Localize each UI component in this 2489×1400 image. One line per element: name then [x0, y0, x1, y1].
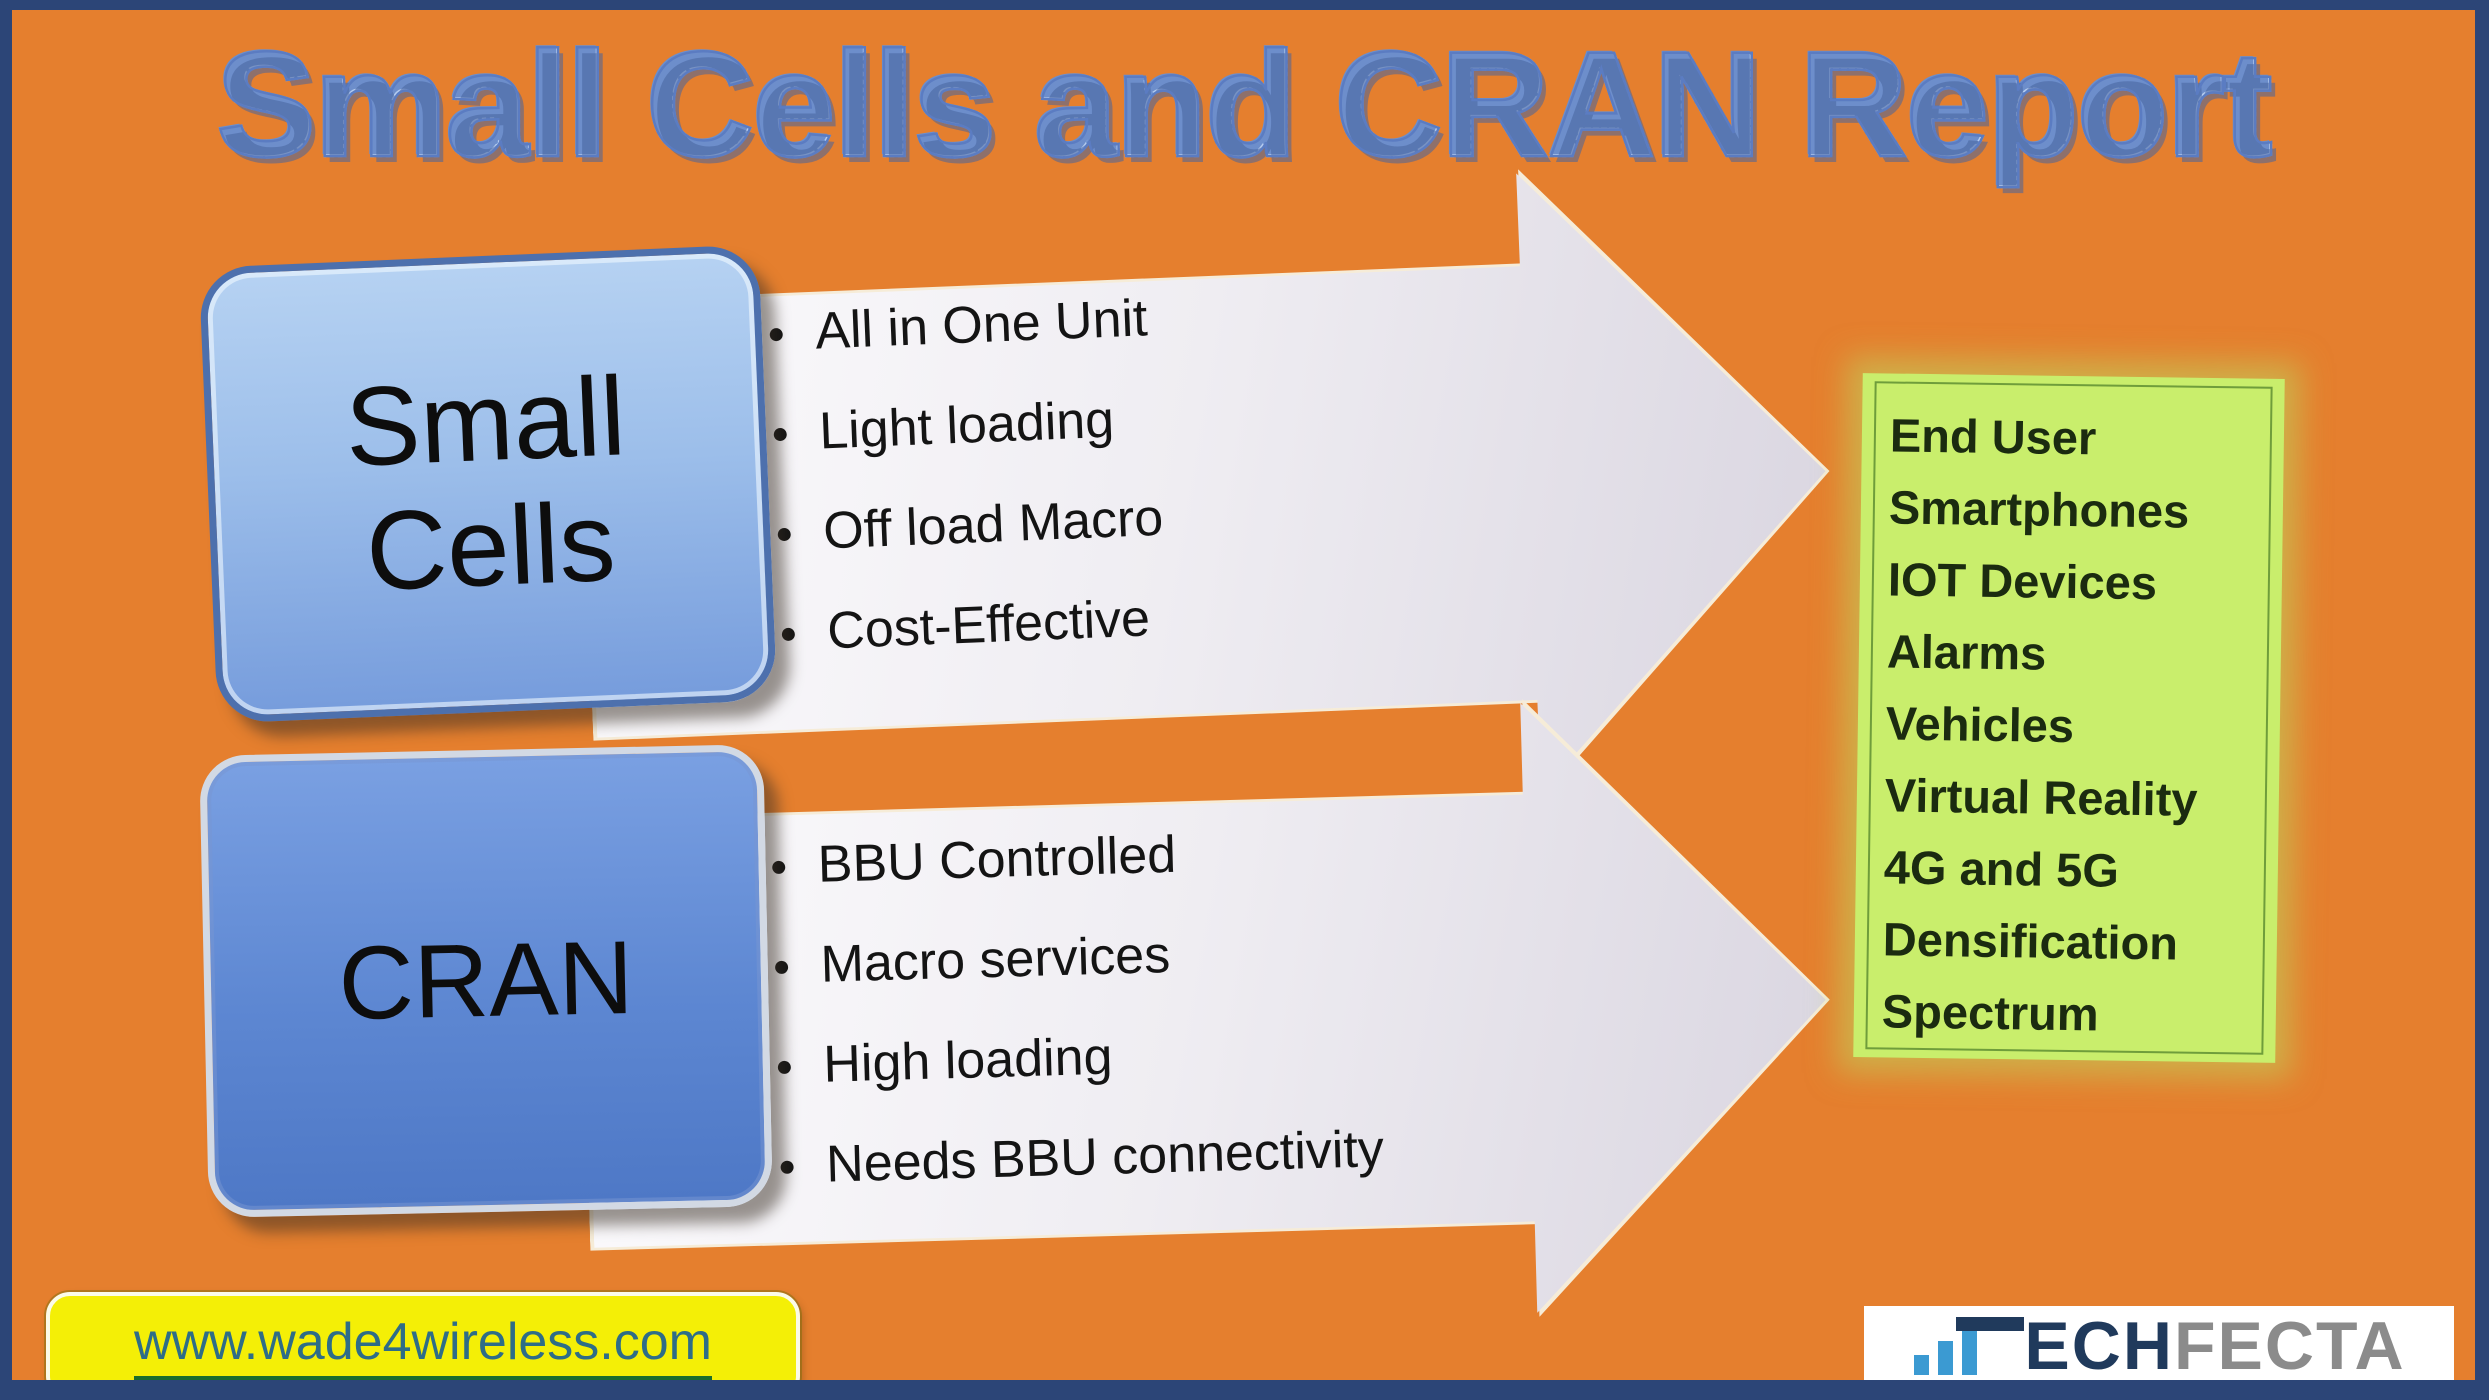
bullet-item: Macro services — [771, 903, 1380, 1020]
application-item: Vehicles — [1885, 696, 2075, 753]
bar-chart-icon — [1912, 1315, 2025, 1377]
bullet-item: Off load Macro — [773, 472, 1165, 588]
applications-list: End User Smartphones IOT Devices Alarms … — [1853, 373, 2284, 1053]
bullet-item: Cost-Effective — [777, 572, 1169, 688]
cran-label: CRAN — [337, 919, 635, 1042]
application-item: Spectrum — [1881, 984, 2100, 1041]
application-item: IOT Devices — [1887, 552, 2158, 610]
brand-logo: ECH FECTA — [1864, 1306, 2454, 1384]
brand-text-tech: ECH — [2024, 1308, 2174, 1384]
small-cells-bullet-list: All in One Unit Light loading Off load M… — [765, 272, 1169, 687]
website-link[interactable]: www.wade4wireless.com — [134, 1312, 712, 1380]
application-item: Densification — [1882, 912, 2179, 970]
page-title: Small Cells and CRAN Report — [12, 18, 2475, 191]
application-item: Smartphones — [1888, 480, 2190, 538]
brand-text-fecta: FECTA — [2173, 1308, 2406, 1384]
application-item: Virtual Reality — [1884, 768, 2198, 826]
bullet-item: All in One Unit — [765, 272, 1157, 388]
small-cells-box: Small Cells — [198, 244, 778, 724]
website-banner: www.wade4wireless.com — [46, 1292, 800, 1380]
bullet-item: High loading — [774, 1003, 1383, 1120]
bullet-item: BBU Controlled — [768, 803, 1377, 920]
bullet-item: Needs BBU connectivity — [777, 1103, 1386, 1220]
application-item: 4G and 5G — [1883, 840, 2120, 897]
cran-bullet-list: BBU Controlled Macro services High loadi… — [768, 803, 1385, 1220]
cran-box: CRAN — [199, 744, 773, 1218]
applications-panel: End User Smartphones IOT Devices Alarms … — [1853, 373, 2285, 1063]
bullet-item: Light loading — [769, 372, 1161, 488]
application-item: Alarms — [1886, 624, 2047, 680]
small-cells-label: Small Cells — [342, 352, 628, 615]
application-item: End User — [1889, 408, 2097, 465]
